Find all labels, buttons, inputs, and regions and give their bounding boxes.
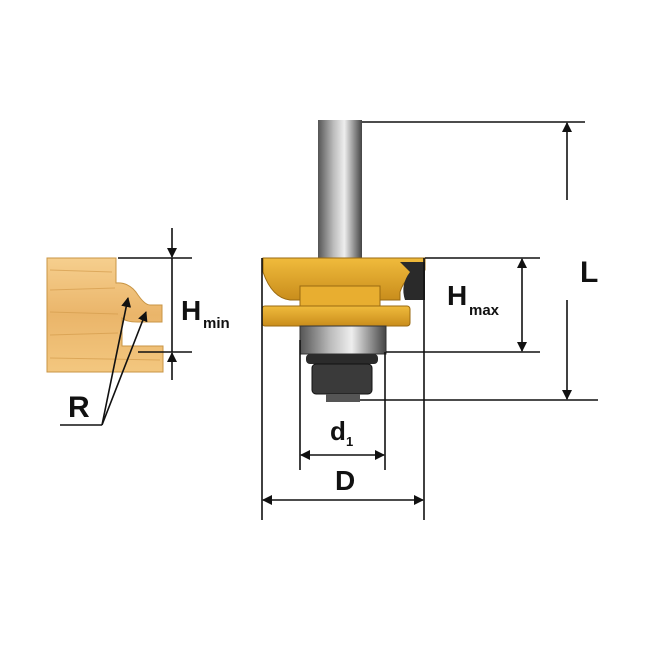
h-min-dimension: H min [118,228,230,380]
cutter-diameter-dimension: D [261,258,425,520]
lower-cutter [261,305,411,327]
d1-label: d [330,416,346,446]
h-max-dimension: H max [386,257,540,353]
radius-callout: R [60,297,148,426]
h-max-subscript: max [469,302,500,319]
h-min-subscript: min [203,315,230,332]
h-min-label: H [181,295,201,326]
h-max-label: H [447,280,467,311]
radius-label: R [68,391,90,424]
shank [318,120,362,260]
d-label: D [335,465,355,496]
workpiece-profile [46,257,164,373]
d1-subscript: 1 [346,434,353,449]
router-bit [261,120,426,402]
length-dimension: L [360,121,598,401]
cutter-shadow [400,262,425,300]
bearing-diameter-dimension: d 1 [299,340,386,470]
cutter-hub [299,285,381,309]
nut [311,363,373,395]
length-label: L [580,256,598,289]
wood-grain [49,269,161,361]
screw-thread [326,394,360,402]
bearing [299,325,387,355]
washer [306,354,378,364]
